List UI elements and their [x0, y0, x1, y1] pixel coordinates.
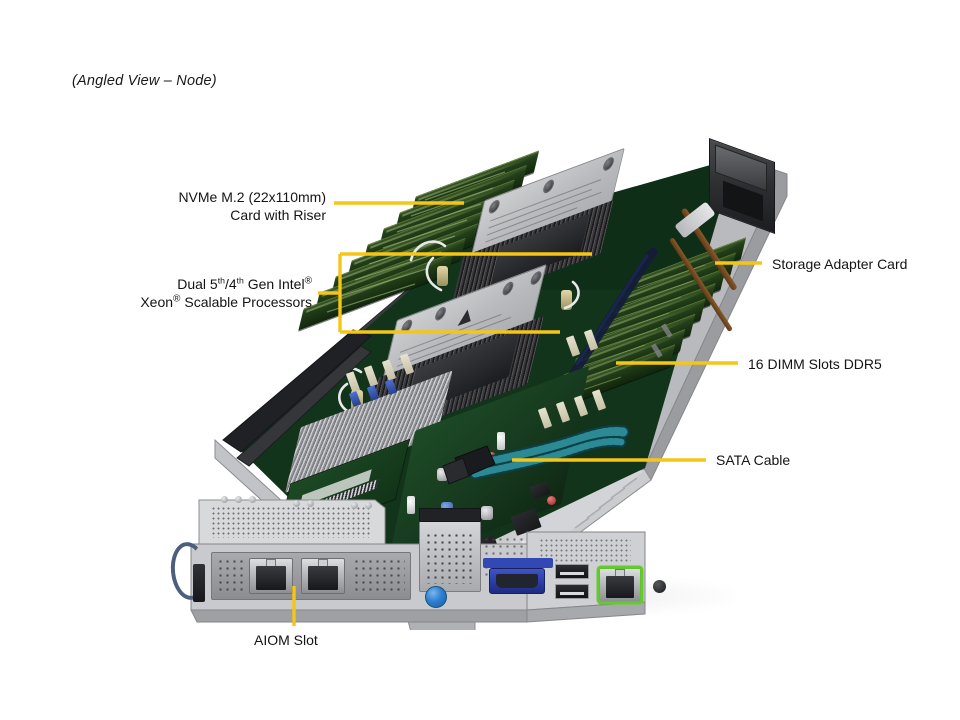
- cpu-sup-4th: th: [236, 275, 244, 286]
- right-vent-mesh: [539, 538, 631, 562]
- intel-registered-mark: ®: [304, 275, 312, 287]
- cpu-gen-mid: /4: [224, 276, 237, 292]
- aiom-left-vent: [217, 558, 243, 594]
- view-caption: (Angled View – Node): [72, 73, 217, 89]
- dual-cpu-line-2: Xeon® Scalable Processors: [0, 294, 312, 312]
- aiom-lan-port-1[interactable]: [249, 558, 293, 594]
- handle-latch[interactable]: [193, 564, 205, 602]
- aiom-lan-port-2[interactable]: [301, 558, 345, 594]
- nvme-m2-line-2: Card with Riser: [230, 206, 326, 223]
- scalable-processors-text: Scalable Processors: [180, 293, 312, 310]
- ipmi-management-port[interactable]: [599, 568, 641, 602]
- blue-thumbscrew-knob[interactable]: [425, 586, 447, 608]
- usb-port-1[interactable]: [555, 564, 589, 579]
- server-node-photo: [168, 137, 795, 630]
- aiom-right-vent: [353, 558, 405, 594]
- uid-button[interactable]: [653, 580, 666, 593]
- dimm-slots-callout: 16 DIMM Slots DDR5: [748, 356, 882, 372]
- xeon-text: Xeon: [140, 293, 174, 310]
- cpu-gen-post: Gen Intel: [243, 276, 305, 292]
- dimm-fin-highlights-right: [552, 264, 706, 401]
- io-bracket-mesh: [425, 532, 475, 584]
- dual-cpu-line-1: Dual 5th/4th Gen Intel®: [0, 276, 312, 294]
- io-bracket-top: [419, 508, 481, 522]
- sata-cable: [442, 425, 630, 485]
- usb-port-2[interactable]: [555, 584, 589, 599]
- side-rail-ribs: [574, 323, 673, 529]
- xeon-registered-mark: ®: [173, 293, 181, 305]
- storage-adapter-card-callout: Storage Adapter Card: [772, 256, 908, 272]
- cpu-gen-pre: Dual 5: [177, 276, 218, 292]
- dual-cpu-callout: Dual 5th/4th Gen Intel® Xeon® Scalable P…: [0, 276, 312, 312]
- vga-bracket: [483, 558, 553, 568]
- sata-cable-callout: SATA Cable: [716, 452, 791, 468]
- cpu-sup-5th: th: [217, 275, 225, 286]
- vga-port[interactable]: [489, 568, 545, 594]
- nvme-m2-line-1: NVMe M.2 (22x110mm): [178, 189, 326, 205]
- riser-bracket: [222, 329, 372, 467]
- front-vent-mesh: [211, 506, 371, 538]
- nvme-m2-card-callout: NVMe M.2 (22x110mm) Card with Riser: [0, 189, 326, 225]
- aiom-slot-callout: AIOM Slot: [254, 632, 318, 648]
